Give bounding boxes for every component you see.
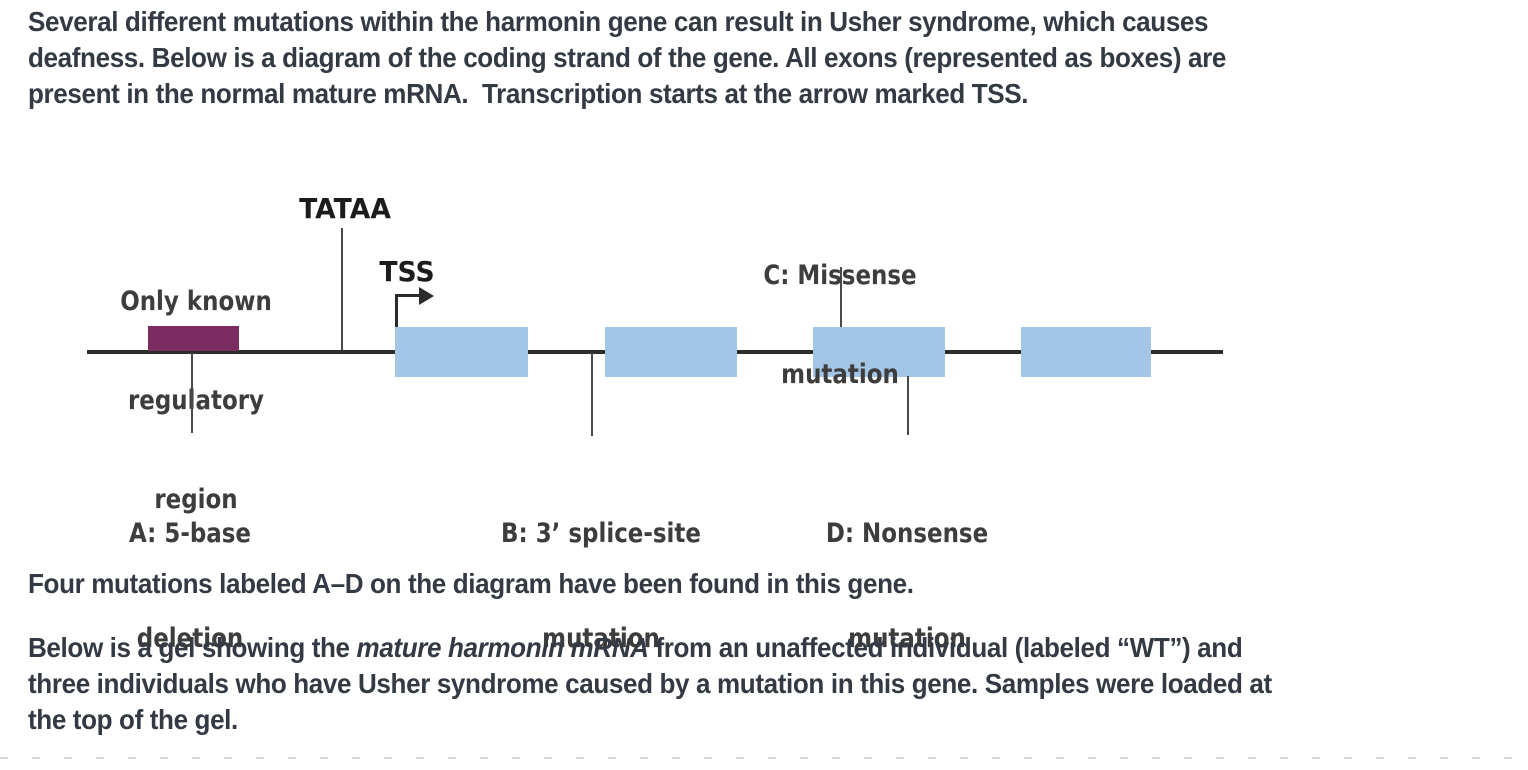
tss-arrow-shaft [395,294,421,297]
tss-arrow [395,294,398,327]
gel-paragraph-line-3: the top of the gel. [28,704,238,735]
gel-line1-pre: Below is a gel showing the [28,632,357,663]
mutation-c-label-line-1: C: Missense [763,260,917,291]
mutation-a-label-line-1: A: 5-base [128,518,252,549]
gel-description-paragraph: Below is a gel showing the mature harmon… [28,630,1365,738]
mutation-d-label-line-2: mutation [848,623,966,654]
mutation-a-label: A: 5-base deletion [129,446,251,726]
mutation-d-tick-line [907,376,909,435]
mutation-b-tick-line [591,353,593,436]
mutation-b-label-line-1: B: 3’ splice-site [501,518,701,549]
page-break-dashed-line [0,757,1528,759]
mutation-a-tick-line [191,353,193,433]
regulatory-label-line-2: regulatory [127,385,265,416]
tataa-box-label: TATAA [299,192,391,225]
gel-paragraph-line-1: Below is a gel showing the mature harmon… [28,630,1272,666]
exon-box-2 [605,327,737,377]
tss-arrowhead-icon [419,287,434,305]
regulatory-label-line-1: Only known [120,286,272,317]
mutation-c-label: C: Missense mutation [763,193,916,457]
intro-line-1: Several different mutations within the h… [28,6,1209,37]
gel-line1-post: from an unaffected individual (labeled “… [648,632,1243,663]
regulatory-label-line-3: region [154,484,238,515]
mutation-d-label-line-1: D: Nonsense [825,518,989,549]
mutation-c-label-line-2: mutation [781,359,899,390]
exon-box-3 [813,327,945,377]
tataa-tick-line [341,228,343,351]
exon-box-1 [395,327,528,377]
tss-label: TSS [379,255,435,288]
mutation-a-label-line-2: deletion [136,623,244,654]
mutation-c-tick-line [840,267,842,327]
intro-line-3: present in the normal mature mRNA. Trans… [28,78,1029,109]
found-mutations-paragraph: Four mutations labeled A–D on the diagra… [28,566,980,602]
mutation-b-label: B: 3’ splice-site mutation [501,446,701,726]
regulatory-region-label: Only known regulatory region [120,219,272,582]
found-mutations-line: Four mutations labeled A–D on the diagra… [28,568,914,599]
gel-line1-italic: mature harmonin mRNA [356,632,649,663]
exon-box-4 [1021,327,1151,377]
gel-paragraph-line-2: three individuals who have Usher syndrom… [28,668,1272,699]
mutation-d-label: D: Nonsense mutation [826,446,988,726]
intro-line-2: deafness. Below is a diagram of the codi… [28,42,1226,73]
regulatory-region-box [148,326,239,351]
mutation-b-label-line-2: mutation [542,623,660,654]
intro-paragraph: Several different mutations within the h… [28,4,1316,112]
